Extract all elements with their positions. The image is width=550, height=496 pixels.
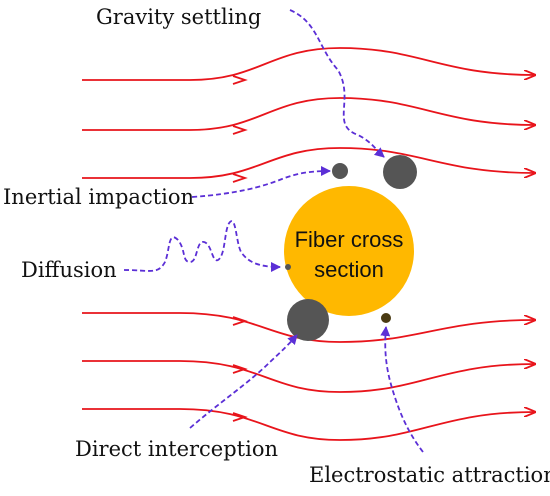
label-direct-interception: Direct interception: [75, 437, 278, 461]
streamline-1-mid-arrow: [232, 75, 248, 85]
streamlines: [82, 47, 535, 441]
particle-electrostatic: [381, 313, 391, 323]
particle-inertial: [332, 163, 348, 179]
particle-paths: [123, 9, 424, 453]
streamline-3: [82, 147, 535, 179]
streamline-2: [82, 97, 535, 131]
fiber-label-line2: section: [314, 257, 384, 282]
gravity-path: [289, 9, 385, 158]
streamline-3-mid-arrow: [232, 173, 248, 183]
particle-interception: [287, 299, 329, 341]
label-gravity-settling: Gravity settling: [96, 5, 262, 29]
streamline-4-mid-arrow: [232, 316, 248, 326]
streamline-6: [82, 409, 535, 441]
streamline-5-mid-arrow: [232, 364, 248, 374]
electrostatic-path: [380, 326, 424, 453]
streamline-6-mid-arrow: [232, 412, 248, 422]
diffusion-path: [123, 220, 281, 272]
fiber-label: Fiber cross section: [279, 225, 419, 285]
streamline-4: [82, 312, 535, 343]
streamline-1: [82, 47, 535, 81]
particle-gravity: [383, 155, 417, 189]
label-diffusion: Diffusion: [21, 258, 117, 282]
label-electrostatic-attraction: Electrostatic attraction: [309, 463, 550, 487]
fiber-cross-section: [284, 186, 414, 316]
fiber-label-line1: Fiber cross: [294, 227, 404, 252]
inertial-path: [191, 166, 331, 198]
label-inertial-impaction: Inertial impaction: [3, 185, 195, 209]
streamline-5: [82, 361, 535, 393]
interception-path: [189, 334, 298, 429]
particle-diffusion: [285, 264, 291, 270]
streamline-2-mid-arrow: [232, 125, 248, 135]
